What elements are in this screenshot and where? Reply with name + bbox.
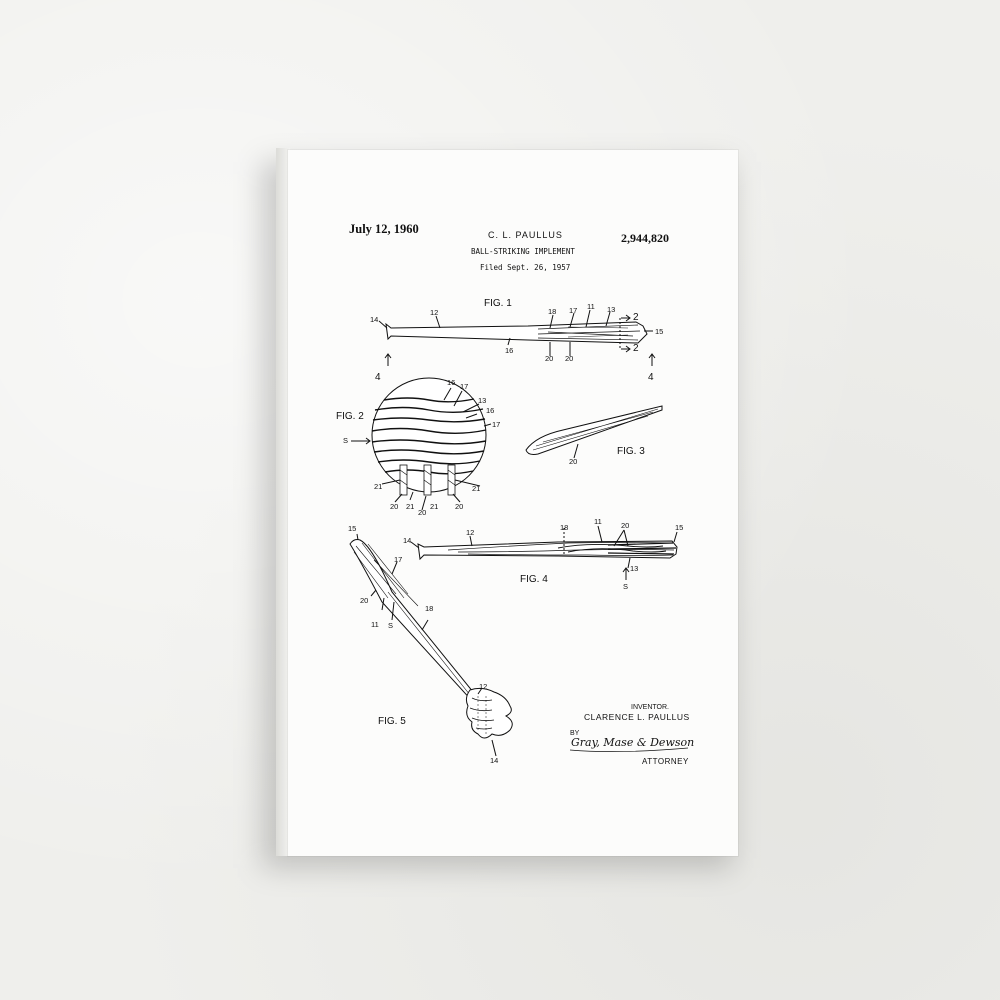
callout-12: 12 <box>430 308 439 317</box>
fig2-cross-section <box>351 377 492 511</box>
fig3-label: FIG. 3 <box>617 446 645 457</box>
fig3-wood-sliver <box>525 405 663 459</box>
canvas-side-edge <box>276 148 290 856</box>
fig1-bat <box>378 309 656 366</box>
callout-21: 21 <box>406 502 415 511</box>
callout-s: S <box>623 582 629 591</box>
callout-11: 11 <box>587 302 595 311</box>
callout-20: 20 <box>565 354 574 363</box>
callout-20: 20 <box>569 457 578 466</box>
section-marker-2: 2 <box>633 343 639 354</box>
callout-s: S <box>388 621 394 630</box>
callout-12: 12 <box>479 682 488 691</box>
by-label: BY <box>570 730 580 737</box>
attorney-signature: Gray, Mase & Dewson <box>571 736 695 749</box>
callout-17: 17 <box>394 555 403 564</box>
callout-13: 13 <box>607 305 616 314</box>
callout-18: 18 <box>560 523 569 532</box>
callout-20: 20 <box>545 354 554 363</box>
callout-15: 15 <box>675 523 684 532</box>
callout-14: 14 <box>490 756 499 765</box>
callout-21: 21 <box>472 484 481 493</box>
filed-date: Filed Sept. 26, 1957 <box>480 263 571 272</box>
callout-15: 15 <box>655 327 664 336</box>
fig4-label: FIG. 4 <box>520 574 548 585</box>
patent-drawing <box>349 309 689 757</box>
callout-12: 12 <box>466 528 475 537</box>
callout-20: 20 <box>390 502 399 511</box>
callout-11: 11 <box>594 517 602 526</box>
callout-14: 14 <box>403 536 412 545</box>
patent-title: BALL-STRIKING IMPLEMENT <box>471 247 575 256</box>
section-marker-4: 4 <box>375 372 381 383</box>
callout-13: 13 <box>630 564 639 573</box>
callout-17: 17 <box>460 382 469 391</box>
patent-number: 2,944,820 <box>621 231 669 245</box>
callout-21: 21 <box>374 482 383 491</box>
attorney-label: ATTORNEY <box>642 757 689 766</box>
callout-16: 16 <box>486 406 495 415</box>
patent-date: July 12, 1960 <box>349 222 419 236</box>
callout-17: 17 <box>569 306 578 315</box>
callout-18: 18 <box>425 604 434 613</box>
callout-11: 11 <box>371 620 379 629</box>
fig5-label: FIG. 5 <box>378 716 406 727</box>
fig5-bat-with-hand <box>349 533 513 757</box>
section-marker-2: 2 <box>633 312 639 323</box>
callout-20: 20 <box>455 502 464 511</box>
fig4-bat <box>410 525 678 580</box>
inventor-name: CLARENCE L. PAULLUS <box>584 712 690 722</box>
callout-13: 13 <box>478 396 487 405</box>
callout-20: 20 <box>360 596 369 605</box>
signature-underline <box>569 747 689 752</box>
callout-15: 15 <box>348 524 357 533</box>
callout-16: 16 <box>505 346 514 355</box>
callout-21: 21 <box>430 502 439 511</box>
callout-18: 18 <box>548 307 557 316</box>
inventor-label: INVENTOR. <box>631 704 669 711</box>
canvas-print: July 12, 1960 C. L. PAULLUS 2,944,820 BA… <box>288 150 738 856</box>
fig2-label: FIG. 2 <box>336 411 364 422</box>
section-marker-4: 4 <box>648 372 654 383</box>
callout-20: 20 <box>418 508 427 517</box>
callout-16: 16 <box>447 378 456 387</box>
callout-14: 14 <box>370 315 379 324</box>
inventor-short-name: C. L. PAULLUS <box>488 230 563 240</box>
callout-s: S <box>343 436 349 445</box>
fig1-label: FIG. 1 <box>484 298 512 309</box>
callout-20: 20 <box>621 521 630 530</box>
callout-17: 17 <box>492 420 501 429</box>
